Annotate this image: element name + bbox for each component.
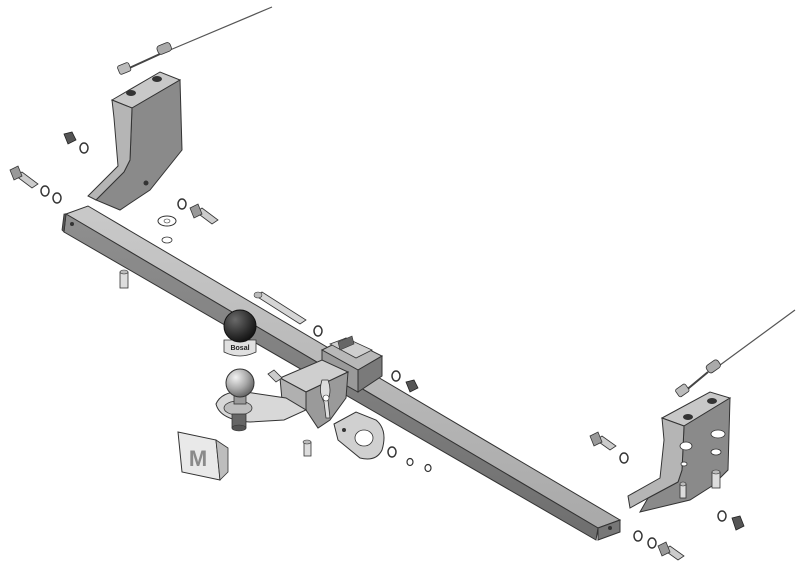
long-bolt bbox=[253, 291, 307, 325]
ball-cover-brand: Bosal bbox=[230, 345, 249, 352]
stud-right-1 bbox=[711, 469, 721, 489]
right-bracket bbox=[627, 391, 732, 513]
left-bracket bbox=[87, 71, 183, 211]
right-hardware bbox=[589, 429, 745, 561]
bolt-right-1 bbox=[589, 431, 617, 451]
left-hardware bbox=[9, 131, 323, 337]
socket-plate bbox=[333, 411, 385, 460]
logo-letter: M bbox=[189, 446, 207, 471]
logo-plate: M bbox=[177, 431, 229, 481]
left-cable bbox=[117, 6, 273, 75]
center-hardware bbox=[267, 369, 432, 473]
bolt-right-2 bbox=[657, 541, 685, 561]
tow-ball bbox=[225, 368, 255, 405]
nut-left-1 bbox=[63, 131, 77, 145]
small-bolt-center bbox=[267, 369, 283, 383]
bolt-left-1 bbox=[9, 165, 39, 189]
stud-left bbox=[119, 269, 129, 289]
right-cable bbox=[675, 309, 796, 398]
ball-cover: Bosal bbox=[223, 309, 257, 357]
stud-right-2 bbox=[679, 481, 687, 499]
bolt-left-2 bbox=[189, 203, 219, 225]
safety-pin bbox=[320, 379, 331, 419]
small-screw-center bbox=[302, 439, 312, 457]
